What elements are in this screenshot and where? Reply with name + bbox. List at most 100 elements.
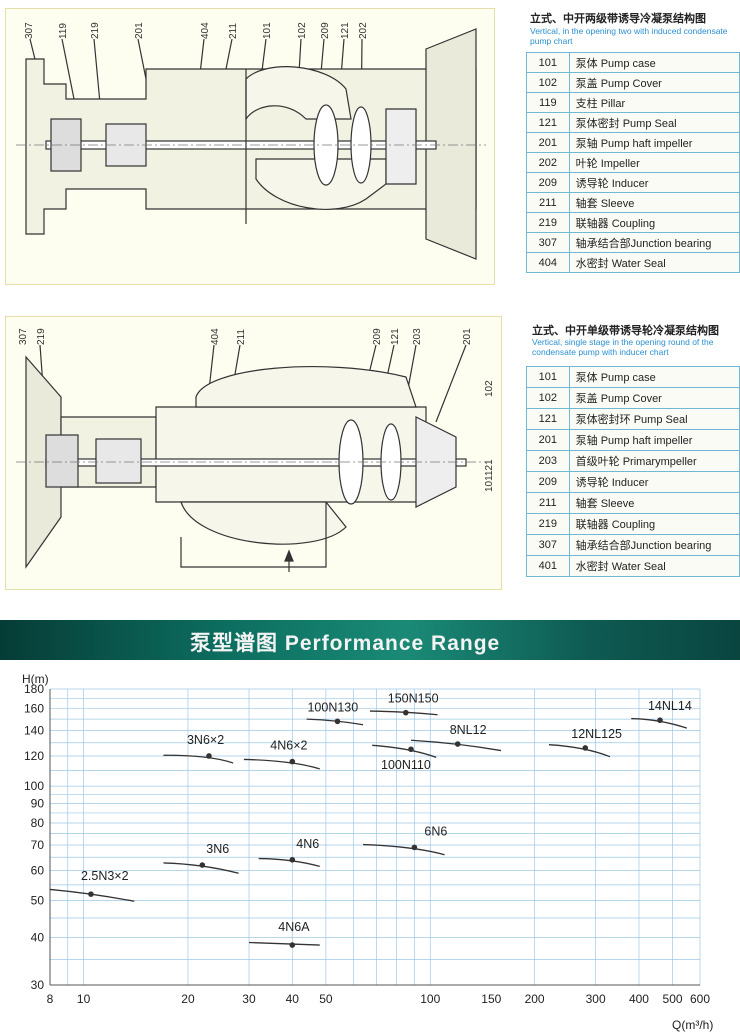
callout-119: 119: [58, 23, 69, 39]
x-tick-label: 500: [663, 992, 683, 1006]
part-name: 水密封 Water Seal: [568, 252, 740, 273]
series-label: 4N6×2: [270, 739, 307, 753]
y-tick-label: 70: [31, 838, 45, 852]
chart-grid: [49, 688, 701, 986]
x-tick-label: 8: [47, 992, 54, 1006]
part-name: 诱导轮 Inducer: [568, 172, 740, 193]
series-label: 14NL14: [648, 699, 692, 713]
part-code: 219: [526, 513, 570, 535]
y-tick-label: 120: [24, 749, 44, 763]
x-axis-label: Q(m³/h): [672, 1018, 713, 1032]
x-tick-label: 150: [481, 992, 501, 1006]
part-code: 404: [526, 252, 570, 273]
x-tick-label: 40: [286, 992, 300, 1006]
part-name: 泵盖 Pump Cover: [568, 387, 740, 409]
part-name: 联轴器 Coupling: [568, 513, 740, 535]
callout-201: 201: [462, 328, 473, 345]
callout-209: 209: [320, 22, 331, 39]
series-point: [206, 753, 212, 759]
part-code: 102: [526, 387, 570, 409]
series-point: [657, 717, 663, 724]
y-axis-label: H(m): [22, 672, 49, 686]
x-tick-label: 10: [77, 992, 91, 1006]
series-label: 150N150: [388, 692, 439, 706]
two-stage-pump-drawing: 307 119 219 201 404 211 101 102 209 121 …: [5, 8, 495, 285]
single-stage-pump-cross-section: [16, 344, 491, 572]
part-name: 支柱 Pillar: [568, 92, 740, 113]
series-label: 4N6A: [278, 920, 310, 934]
x-tick-label: 30: [242, 992, 256, 1006]
callout-121: 121: [340, 22, 351, 39]
series-curve: [243, 758, 320, 770]
y-tick-label: 30: [31, 978, 45, 992]
y-tick-label: 180: [24, 682, 44, 696]
bottom-table-title: 立式、中开单级带诱导轮冷凝泵结构图: [532, 325, 719, 337]
x-tick-label: 200: [525, 992, 545, 1006]
series-label: 2.5N3×2: [81, 869, 129, 883]
part-code: 401: [526, 555, 570, 577]
callout-102: 102: [484, 380, 495, 397]
part-name: 轴套 Sleeve: [568, 192, 740, 213]
series-point: [88, 891, 94, 897]
part-code: 121: [526, 112, 570, 133]
series-curve: [258, 857, 320, 868]
series-point: [408, 746, 414, 753]
series-label: 100N130: [307, 700, 358, 714]
part-code: 119: [526, 92, 570, 113]
part-code: 201: [526, 429, 570, 451]
y-tick-label: 160: [24, 701, 44, 715]
banner-title: 泵型谱图 Performance Range: [190, 632, 501, 655]
part-name: 泵体 Pump case: [568, 52, 740, 73]
callout-102: 102: [297, 22, 308, 39]
series-point: [199, 862, 206, 868]
part-code: 201: [526, 132, 570, 153]
x-tick-label: 400: [629, 992, 649, 1006]
part-code: 219: [526, 212, 570, 233]
part-code: 102: [526, 72, 570, 93]
performance-banner: [0, 620, 740, 660]
part-name: 水密封 Water Seal: [568, 555, 740, 577]
series-point: [582, 745, 589, 751]
two-stage-pump-cross-section: [16, 28, 486, 260]
part-code: 307: [526, 534, 570, 556]
callout-101121: 101121: [484, 459, 495, 492]
part-name: 泵体密封环 Pump Seal: [568, 408, 740, 430]
part-name: 轴套 Sleeve: [568, 492, 740, 514]
callout-121: 121: [390, 328, 401, 345]
part-name: 诱导轮 Inducer: [568, 471, 740, 493]
callout-219: 219: [90, 22, 101, 39]
series-label: 3N6×2: [187, 733, 224, 747]
series-label: 4N6: [296, 837, 319, 851]
callout-202: 202: [358, 22, 369, 39]
series-label: 12NL125: [571, 727, 622, 741]
part-code: 211: [526, 492, 570, 514]
part-name: 首级叶轮 Primarympeller: [568, 450, 740, 472]
callout-404: 404: [210, 328, 221, 345]
series-point: [402, 709, 409, 716]
part-name: 泵体密封 Pump Seal: [568, 112, 740, 133]
y-tick-label: 80: [31, 816, 45, 830]
y-tick-label: 90: [31, 797, 45, 811]
bottom-table-subtitle: Vertical, single stage in the opening ro…: [532, 337, 714, 357]
